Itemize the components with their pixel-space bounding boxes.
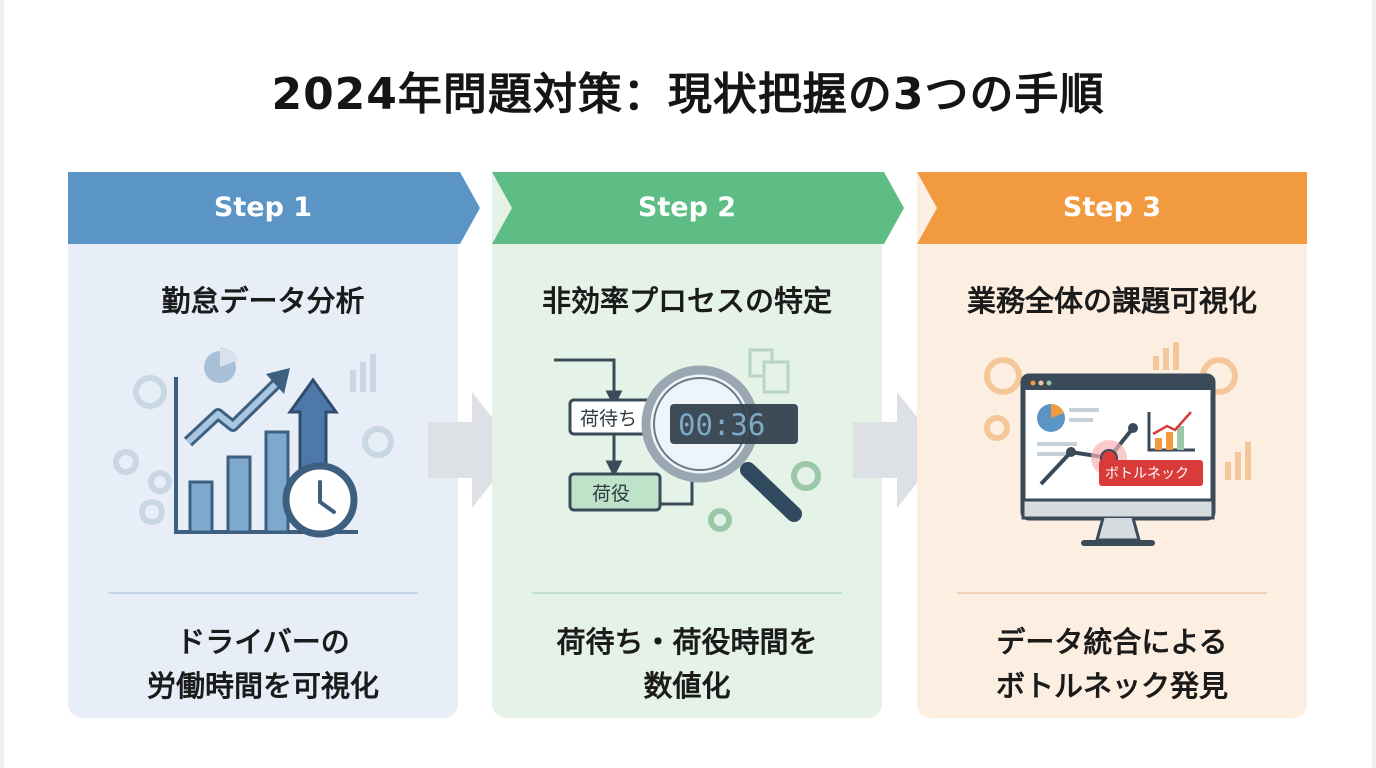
flow-arrow-2 — [853, 392, 945, 512]
step-card-2: Step 2 非効率プロセスの特定 — [492, 172, 904, 718]
step-divider-1 — [108, 592, 418, 594]
step-description-2: 荷待ち・荷役時間を 数値化 — [492, 620, 882, 708]
step-heading-2: 非効率プロセスの特定 — [541, 284, 832, 318]
small-bar-icon — [1153, 342, 1251, 480]
step-banner-3 — [917, 172, 1307, 244]
load-box-label: 荷役 — [592, 483, 630, 505]
clock-icon — [282, 462, 358, 538]
step-card-3: Step 3 業務全体の課題可視化 — [917, 172, 1307, 718]
frame-edge-right — [1372, 0, 1376, 768]
step-heading-3: 業務全体の課題可視化 — [966, 284, 1257, 318]
analytics-illustration — [68, 342, 458, 562]
step-description-1: ドライバーの 労働時間を可視化 — [68, 620, 458, 708]
frame-edge-left — [0, 0, 4, 768]
step-divider-3 — [957, 592, 1267, 594]
step-description-3-line-2: ボトルネック発見 — [995, 669, 1228, 703]
step-label-1: Step 1 — [213, 192, 313, 223]
arrow-right-icon — [853, 392, 943, 508]
load-box — [568, 472, 662, 512]
bottleneck-badge-label: ボトルネック — [1105, 466, 1189, 482]
step-description-3: データ統合による ボトルネック発見 — [917, 620, 1307, 708]
small-bar-icon — [350, 354, 376, 392]
step-heading-1: 勤怠データ分析 — [161, 284, 365, 318]
flow-arrow-1 — [428, 392, 520, 512]
step-description-2-line-1: 荷待ち・荷役時間を — [556, 625, 818, 659]
bottleneck-badge: ボトルネック — [1099, 460, 1203, 486]
timer-text: 00:36 — [678, 408, 765, 442]
page-title: 2024年問題対策：現状把握の3つの手順 — [271, 69, 1105, 120]
gear-icon — [113, 375, 394, 525]
step-description-1-line-2: 労働時間を可視化 — [146, 669, 379, 703]
step-description-3-line-1: データ統合による — [996, 625, 1228, 659]
pie-chart-icon — [204, 347, 238, 383]
dashboard-illustration: ボトルネック — [917, 342, 1307, 562]
bar-chart-icon — [1147, 411, 1195, 452]
step-label-2: Step 2 — [637, 192, 737, 223]
step-banner-1 — [68, 172, 480, 244]
wait-box-label: 荷待ち — [580, 408, 637, 430]
step-divider-2 — [532, 592, 842, 594]
step-description-1-line-1: ドライバーの — [176, 625, 350, 659]
pie-chart-icon — [1037, 404, 1065, 432]
document-icon — [748, 348, 790, 394]
step-banner-2 — [492, 172, 904, 244]
arrow-right-icon — [428, 392, 518, 508]
step-label-3: Step 3 — [1062, 192, 1162, 223]
step-card-1: Step 1 勤怠データ分析 — [68, 172, 480, 718]
gear-icon — [708, 461, 821, 532]
process-illustration: 荷待ち 荷役 00:36 — [492, 342, 882, 562]
step-description-2-line-2: 数値化 — [643, 669, 731, 703]
timer-display: 00:36 — [670, 404, 798, 444]
